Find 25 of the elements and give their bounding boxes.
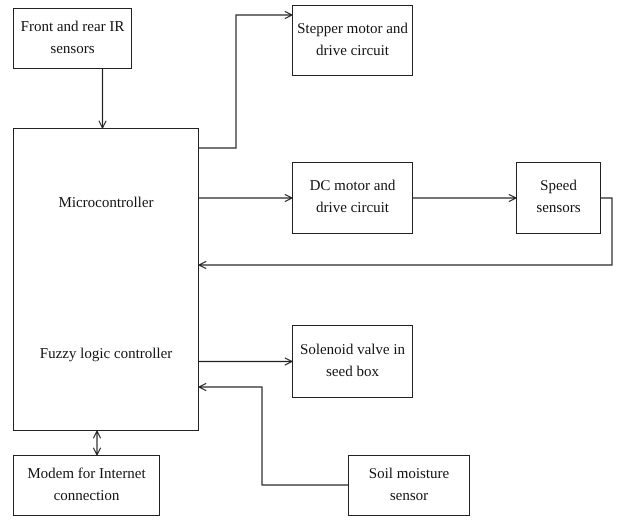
block-box [292,5,413,76]
arrow [413,194,517,202]
arrow [199,10,293,149]
block-label: Fuzzy logic controller [40,344,172,364]
arrow [98,69,107,129]
block-box [13,128,199,431]
block-box [292,325,413,398]
block-box [516,162,601,234]
block-label: Stepper motor and drive circuit [296,20,409,60]
block-box [292,162,413,234]
block-label: Microcontroller [58,194,154,214]
block-box [348,455,470,516]
arrow [198,197,613,270]
block-label: DC motor and drive circuit [308,177,396,218]
arrow [199,357,293,366]
arrow [198,382,348,486]
block-label: Modem for Internet connection [26,464,147,506]
arrow [92,430,102,456]
block-label: Solenoid valve in seed box [299,340,406,382]
block-box [13,455,160,516]
block-label: Front and rear IR sensors [20,18,126,58]
block-label: Speed sensors [535,177,582,218]
block-label: Soil moisture sensor [368,464,450,506]
arrow [199,194,293,202]
block-box [13,8,132,69]
